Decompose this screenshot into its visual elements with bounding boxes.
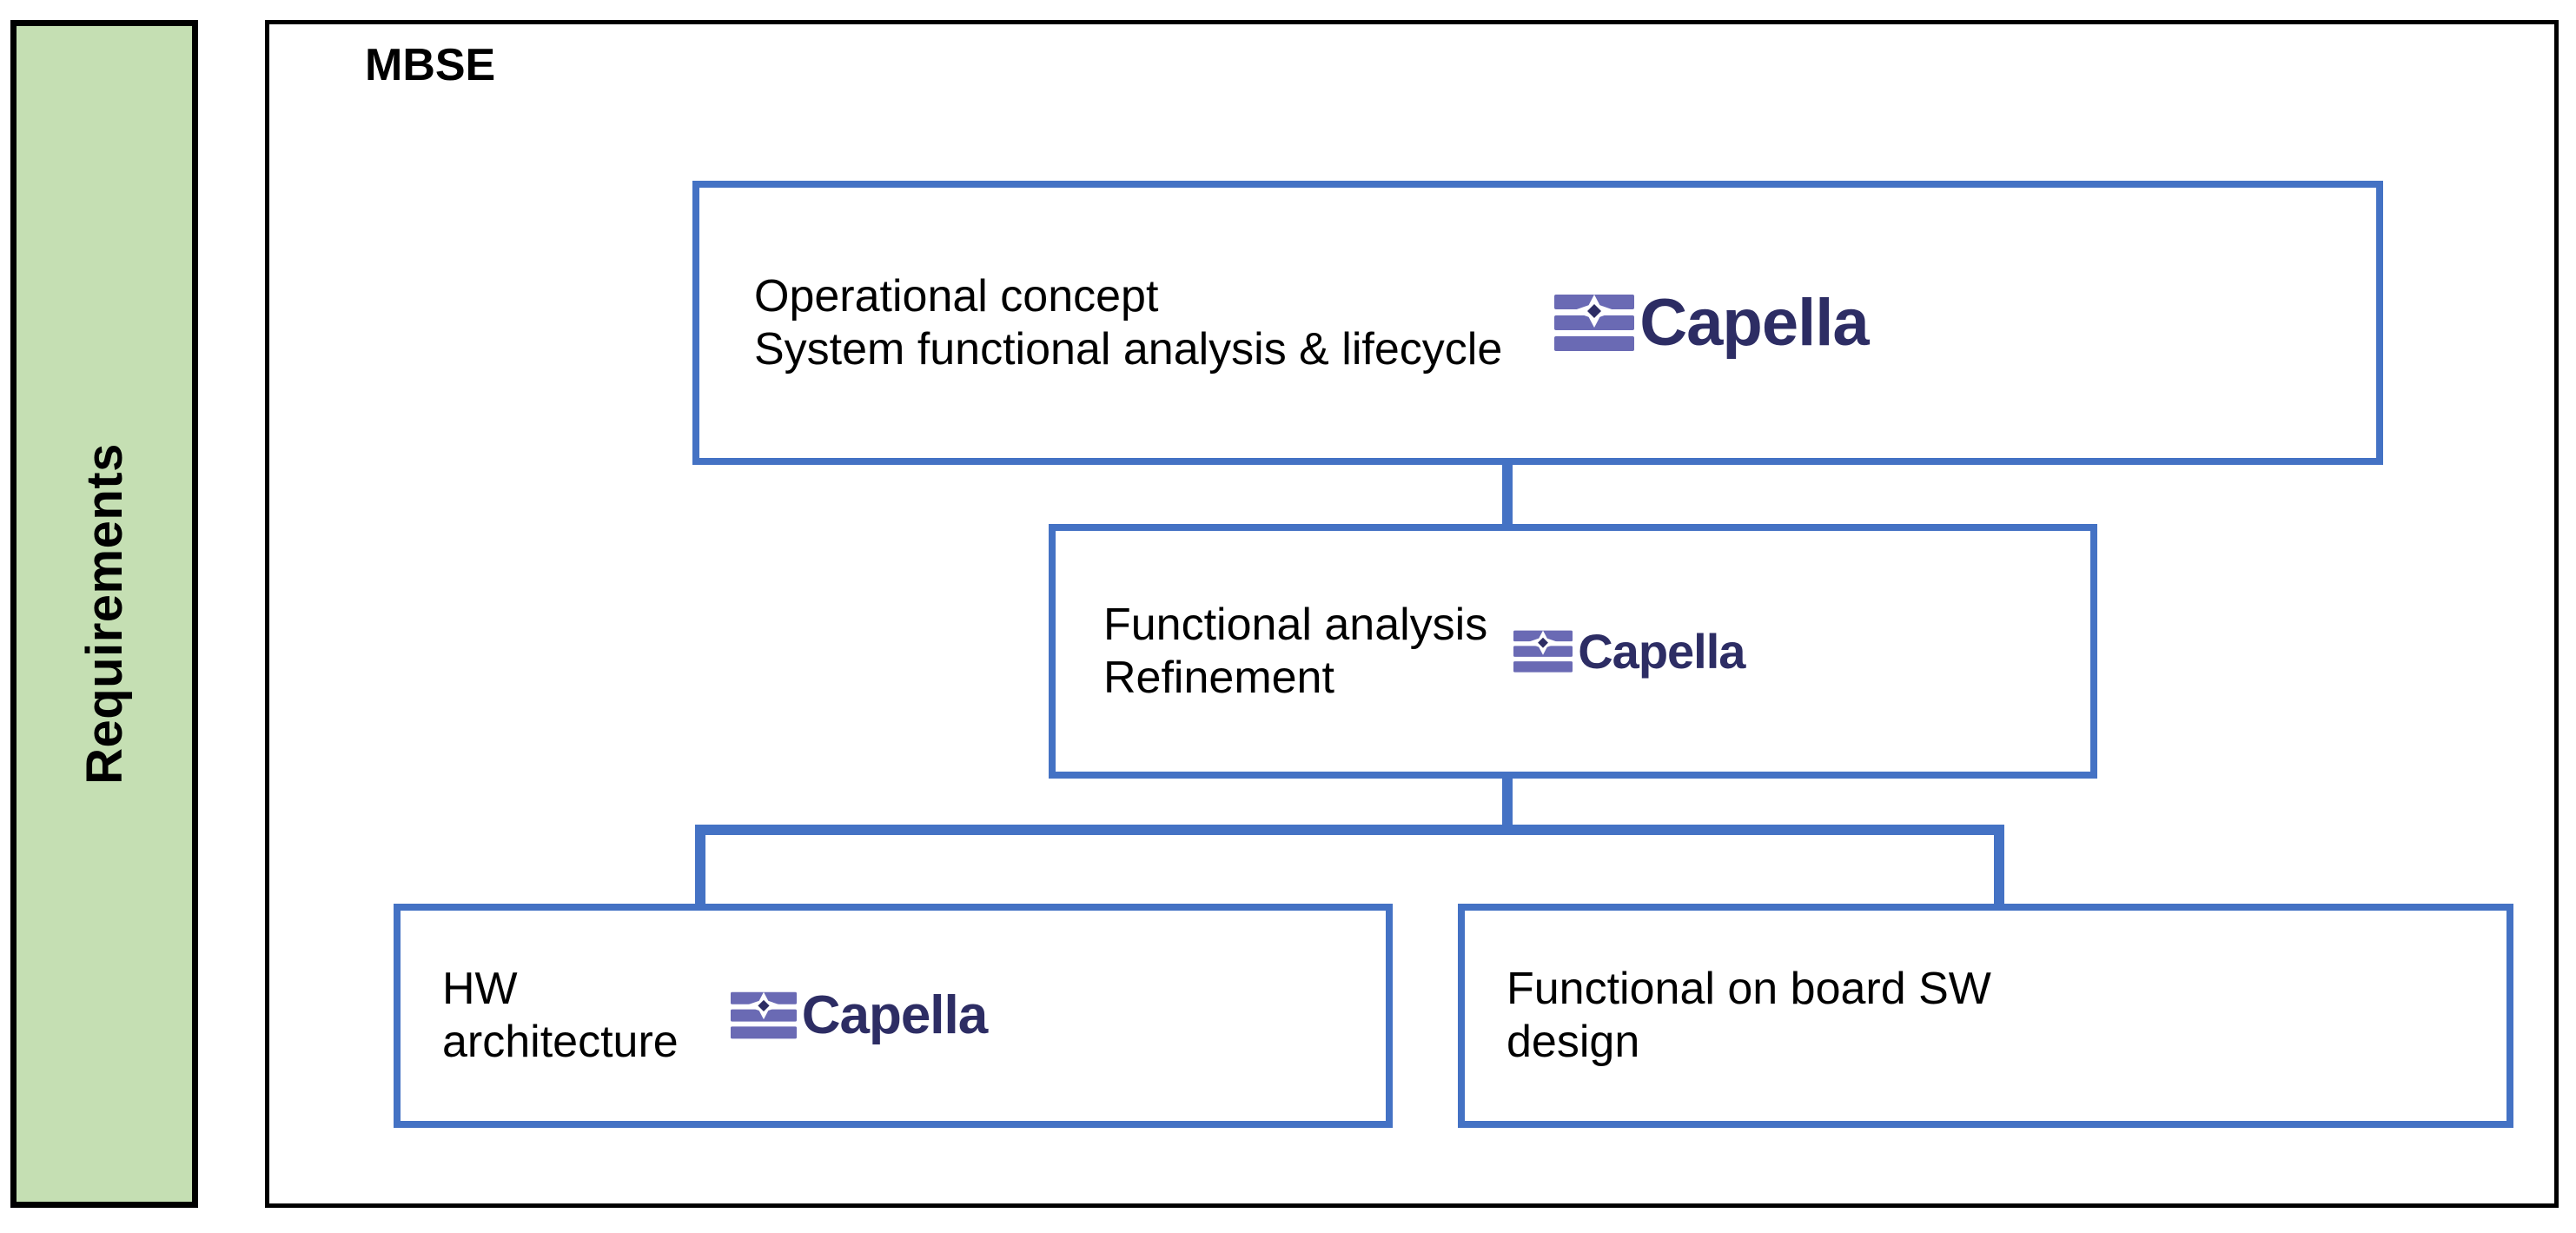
capella-mark-icon xyxy=(1513,630,1573,673)
box-onboard-sw[interactable]: Functional on board SW design xyxy=(1458,904,2513,1128)
capella-wordmark: Capella xyxy=(801,985,989,1045)
box-functional-analysis-text: Functional analysis Refinement xyxy=(1103,599,1488,703)
capella-logo: Capella xyxy=(1513,623,1745,679)
capella-mark-icon xyxy=(730,991,797,1039)
box-hw-architecture-text: HW architecture xyxy=(442,964,679,1067)
connector-horizontal-bus xyxy=(695,825,2004,835)
box-functional-analysis[interactable]: Functional analysis Refinement xyxy=(1049,524,2097,779)
connector-bus-to-hw-architecture xyxy=(695,825,705,909)
connector-operational-to-functional xyxy=(1502,458,1513,529)
capella-wordmark: Capella xyxy=(1578,623,1745,679)
requirements-panel: Requirements xyxy=(10,20,198,1208)
capella-mark-icon xyxy=(1554,294,1635,351)
connector-bus-to-onboard-sw xyxy=(1994,825,2004,909)
box-onboard-sw-text: Functional on board SW design xyxy=(1507,964,1991,1067)
capella-logo: Capella xyxy=(730,985,989,1045)
capella-wordmark: Capella xyxy=(1639,285,1869,360)
box-hw-architecture[interactable]: HW architecture xyxy=(394,904,1393,1128)
box-operational-concept-text: Operational concept System functional an… xyxy=(754,270,1503,375)
connector-functional-to-bus xyxy=(1502,773,1513,831)
capella-logo: Capella xyxy=(1554,285,1870,360)
mbse-title: MBSE xyxy=(365,40,496,90)
requirements-label: Requirements xyxy=(76,443,133,785)
box-operational-concept[interactable]: Operational concept System functional an… xyxy=(692,181,2383,465)
